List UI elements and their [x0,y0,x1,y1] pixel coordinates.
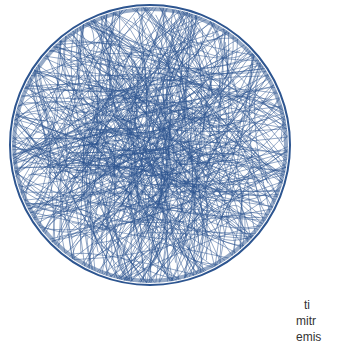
strand-path [12,7,287,282]
text-fragment: ti [304,298,310,312]
text-fragment: emis [296,330,321,344]
ball-outline [10,5,290,285]
rim-shade [14,9,286,281]
text-fragment: mitr [296,314,316,328]
ball-strands [12,7,287,282]
